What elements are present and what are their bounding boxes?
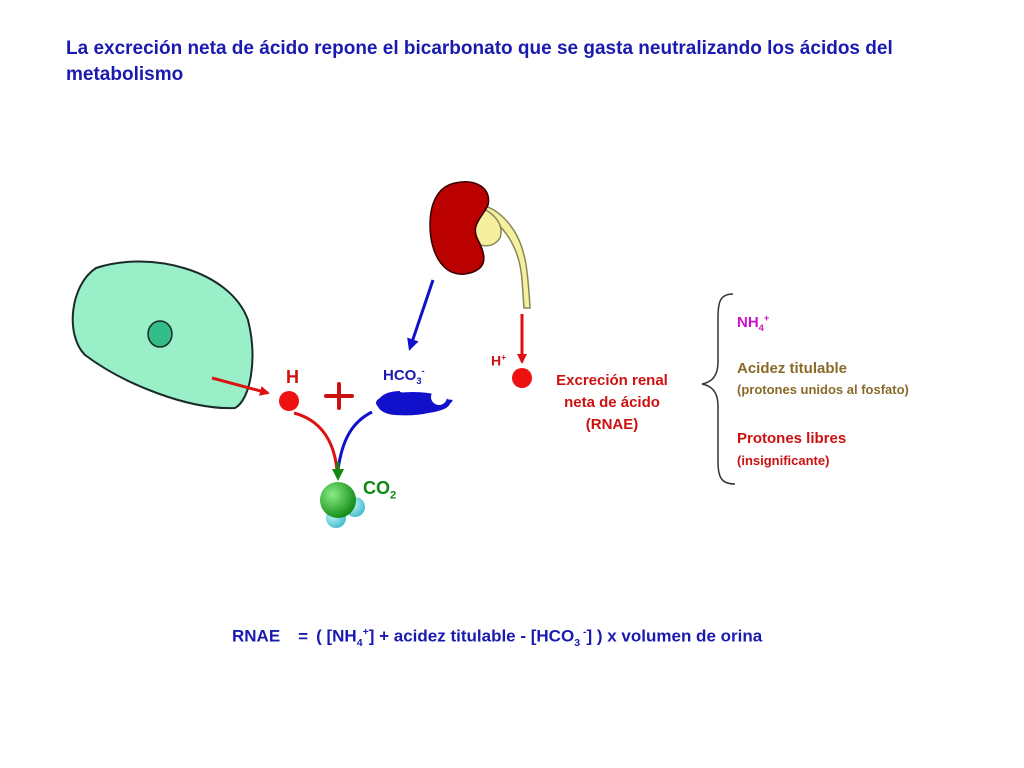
ureter [477,204,531,309]
kidney-to-hco3-arrow [407,279,435,351]
co2-label: CO2 [363,478,397,502]
co2-atom-center [320,482,356,518]
h-label: H [286,367,299,387]
plus-sign [324,382,354,410]
libres-note: (insignificante) [737,453,830,468]
hplus-ball [512,368,532,388]
page-title: La excreción neta de ácido repone el bic… [66,38,893,85]
nh4-label: NH4+ [737,313,770,333]
hco3-label: HCO3- [383,366,425,386]
formula-lhs: RNAE [232,626,281,646]
blue-join-line [336,410,373,471]
rnae-formula: RNAE=( [NH4+] + acidez titulable - [HCO3… [232,626,763,650]
cell-to-h-arrow [211,376,270,396]
formula-eq: = [298,626,309,646]
titulable-note: (protones unidos al fosfato) [737,382,909,397]
libres-label: Protones libres [737,430,847,447]
rnae-label: Excreción renal neta de ácido (RNAE) [556,372,668,433]
h-ball [279,391,299,411]
titulable-label: Acidez titulable [737,360,848,377]
red-join-line [293,411,339,471]
hplus-label: H+ [491,352,507,369]
kidney-shape [429,181,490,275]
cell-nucleus [147,320,173,348]
curly-brace [701,293,736,485]
